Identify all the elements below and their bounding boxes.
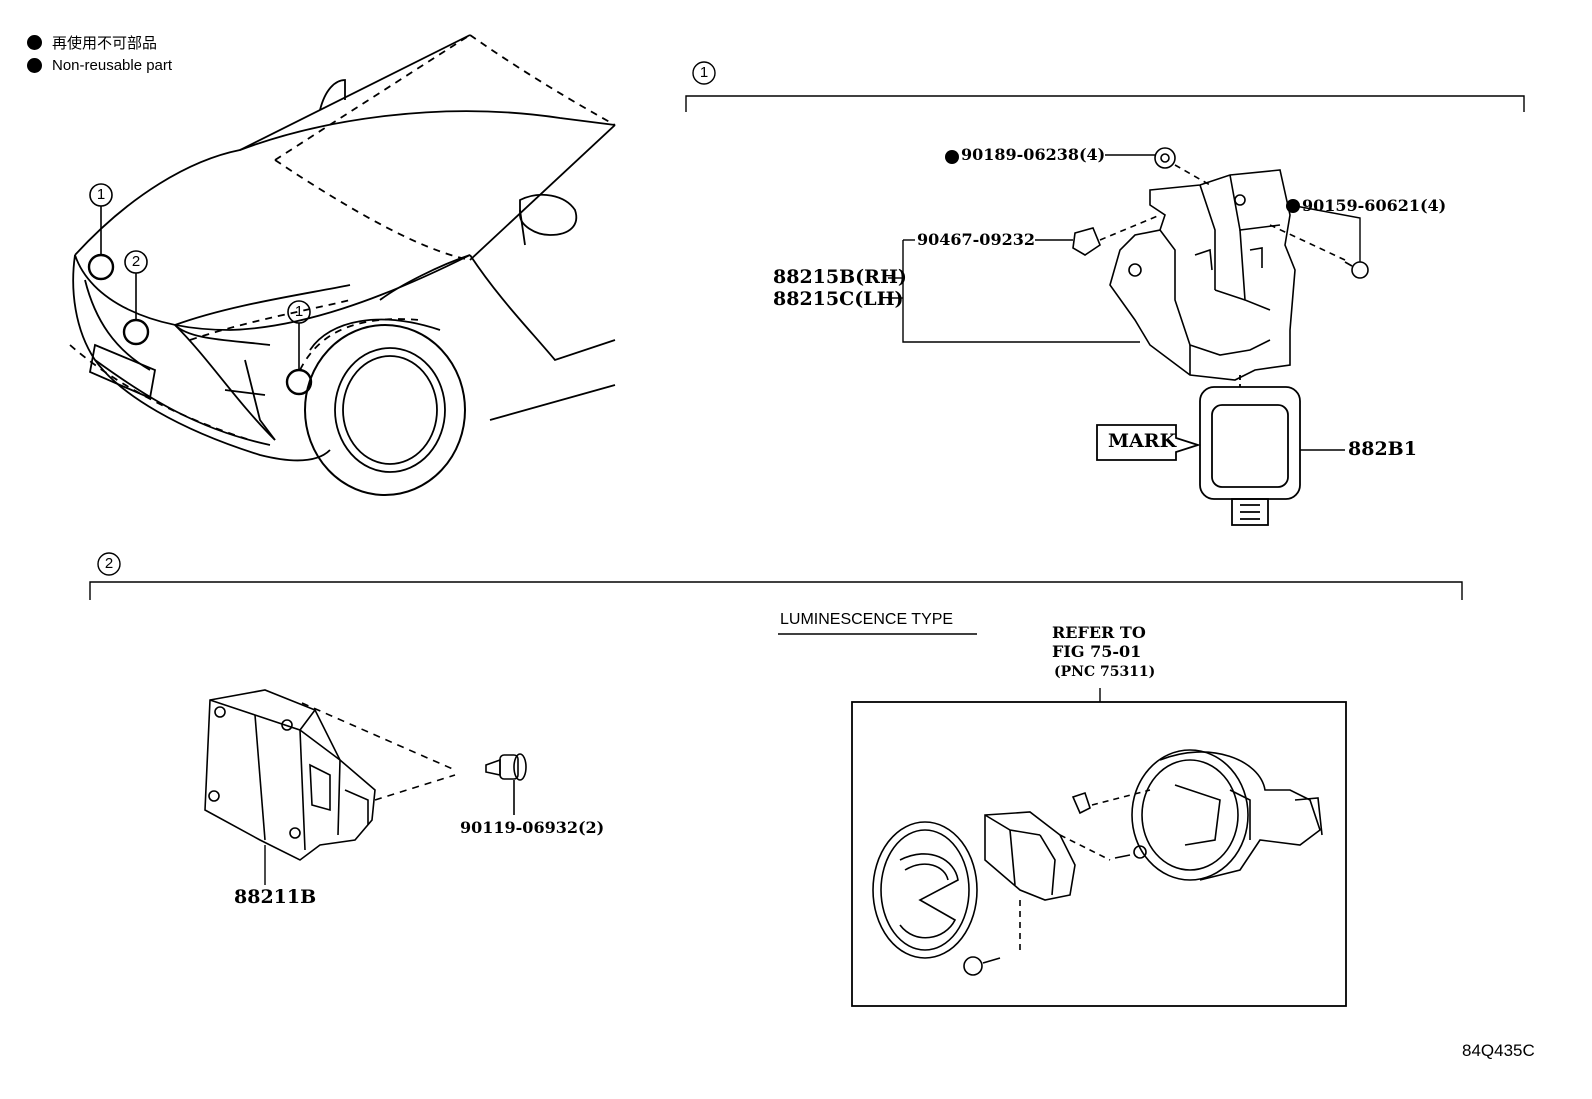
section2-callout-number: 2 — [104, 555, 114, 572]
module-882b1-drawing — [1199, 375, 1301, 526]
legend-en: Non-reusable part — [27, 57, 172, 74]
non-reusable-dot-icon — [27, 58, 42, 73]
refer-to-line1: REFER TO — [1052, 623, 1146, 642]
refer-to-line3: (PNC 75311) — [1054, 664, 1156, 680]
car-callout-number-1a: 1 — [96, 186, 106, 203]
part-label-88211b[interactable]: 88211B — [234, 886, 317, 908]
section1-leaders — [888, 239, 1345, 461]
part-label-90119[interactable]: 90119-06932(2) — [460, 818, 605, 837]
figure-code: 84Q435C — [1462, 1041, 1535, 1060]
car-callout-number-2: 2 — [131, 253, 141, 270]
fog-lamp-drawing — [872, 749, 1323, 976]
part-label-882b1[interactable]: 882B1 — [1348, 438, 1417, 460]
non-reusable-dot-icon — [27, 35, 42, 50]
legend-jp-text: 再使用不可部品 — [52, 35, 158, 52]
car-illustration — [69, 34, 616, 496]
part-label-90467[interactable]: 90467-09232 — [917, 230, 1035, 249]
bolt-90119-drawing — [485, 753, 527, 815]
ecu-88211b-drawing — [204, 689, 456, 885]
part-label-90189[interactable]: 90189-06238(4) — [961, 145, 1106, 164]
non-reusable-markers — [945, 150, 1300, 213]
luminescence-type-heading: LUMINESCENCE TYPE — [780, 611, 954, 628]
section2-bracket — [89, 552, 1463, 635]
refer-to-line2[interactable]: FIG 75-01 — [1052, 642, 1142, 661]
mark-label: MARK — [1108, 430, 1177, 452]
part-label-88215b[interactable]: 88215B(RH) — [773, 266, 907, 288]
section1-fasteners — [1035, 147, 1369, 279]
legend-en-text: Non-reusable part — [52, 57, 173, 74]
car-callout-number-1b: 1 — [294, 303, 304, 320]
car-callouts — [87, 183, 313, 396]
part-label-88215c[interactable]: 88215C(LH) — [773, 288, 904, 310]
reference-box — [851, 688, 1347, 1007]
legend-jp: 再使用不可部品 — [27, 32, 157, 53]
section1-bracket — [685, 61, 1525, 112]
part-label-90159[interactable]: 90159-60621(4) — [1302, 196, 1447, 215]
section1-callout-number: 1 — [699, 64, 709, 81]
bracket-88215-drawing — [1109, 169, 1296, 381]
